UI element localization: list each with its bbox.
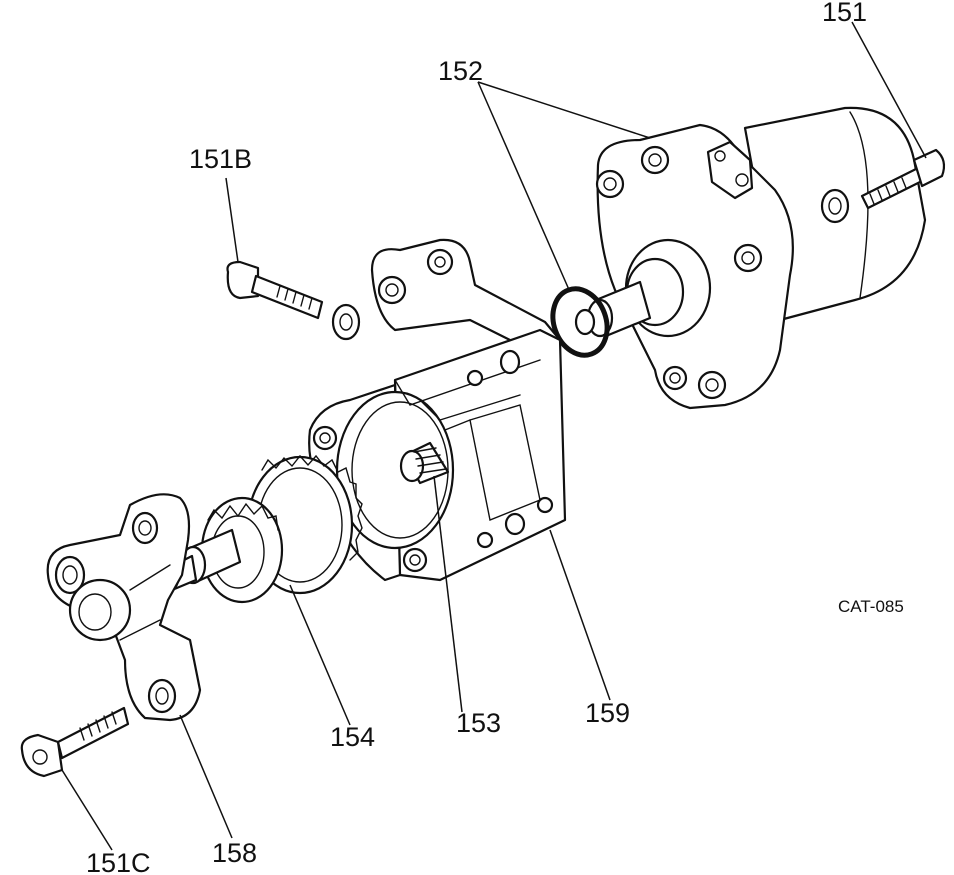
callout-152: 152	[438, 56, 483, 86]
callout-151c: 151C	[86, 848, 151, 875]
drive-gear-154	[160, 454, 363, 604]
callout-158: 158	[212, 838, 257, 868]
bracket-158	[46, 493, 202, 722]
bolt-151	[860, 148, 946, 210]
needle-bearing-153	[399, 441, 450, 485]
starter-motor	[574, 106, 927, 410]
bolt-151b	[226, 260, 324, 320]
washer-151b	[331, 303, 361, 341]
catalog-code: CAT-085	[838, 597, 904, 616]
callout-151: 151	[822, 0, 867, 27]
leader-lines	[61, 21, 927, 851]
housing-159	[308, 238, 567, 582]
bolt-151c	[20, 706, 130, 778]
callout-151b: 151B	[189, 144, 252, 174]
callout-159: 159	[585, 698, 630, 728]
callout-153: 153	[456, 708, 501, 738]
callout-154: 154	[330, 722, 375, 752]
